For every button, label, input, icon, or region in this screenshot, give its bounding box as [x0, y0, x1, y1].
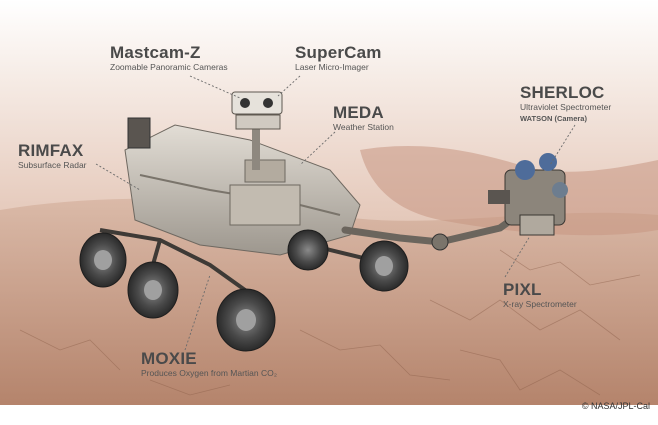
- label-moxie-subtitle: Produces Oxygen from Martian CO₂: [141, 368, 278, 378]
- terrain: [0, 198, 658, 425]
- label-moxie: MOXIE Produces Oxygen from Martian CO₂: [141, 350, 277, 379]
- leader-lines: [95, 75, 576, 351]
- label-sherloc: SHERLOC Ultraviolet Spectrometer WATSON …: [520, 84, 611, 124]
- label-supercam-subtitle: Laser Micro-Imager: [295, 62, 369, 72]
- label-meda: MEDA Weather Station: [333, 104, 394, 133]
- label-mastcam-z-subtitle: Zoomable Panoramic Cameras: [110, 62, 228, 72]
- label-supercam-title: SuperCam: [295, 43, 382, 62]
- label-rimfax-subtitle: Subsurface Radar: [18, 160, 87, 170]
- label-meda-subtitle: Weather Station: [333, 122, 394, 132]
- label-pixl: PIXL X-ray Spectrometer: [503, 281, 577, 310]
- label-rimfax: RIMFAX Subsurface Radar: [18, 142, 87, 171]
- label-mastcam-z-title: Mastcam-Z: [110, 43, 201, 62]
- label-pixl-subtitle: X-ray Spectrometer: [503, 299, 577, 309]
- label-pixl-title: PIXL: [503, 280, 542, 299]
- label-mastcam-z: Mastcam-Z Zoomable Panoramic Cameras: [110, 44, 228, 73]
- label-sherloc-subtitle: Ultraviolet Spectrometer: [520, 102, 612, 112]
- label-supercam: SuperCam Laser Micro-Imager: [295, 44, 382, 73]
- bottom-strip: [0, 405, 658, 425]
- ground-cracks: [19, 249, 641, 396]
- label-moxie-title: MOXIE: [141, 349, 197, 368]
- image-credit: © NASA/JPL-Cal: [581, 401, 650, 411]
- label-watson-subtitle: WATSON (Camera): [520, 114, 587, 123]
- label-rimfax-title: RIMFAX: [18, 141, 84, 160]
- rover-wheels: [79, 229, 409, 352]
- label-sherloc-title: SHERLOC: [520, 83, 605, 102]
- label-meda-title: MEDA: [333, 103, 384, 122]
